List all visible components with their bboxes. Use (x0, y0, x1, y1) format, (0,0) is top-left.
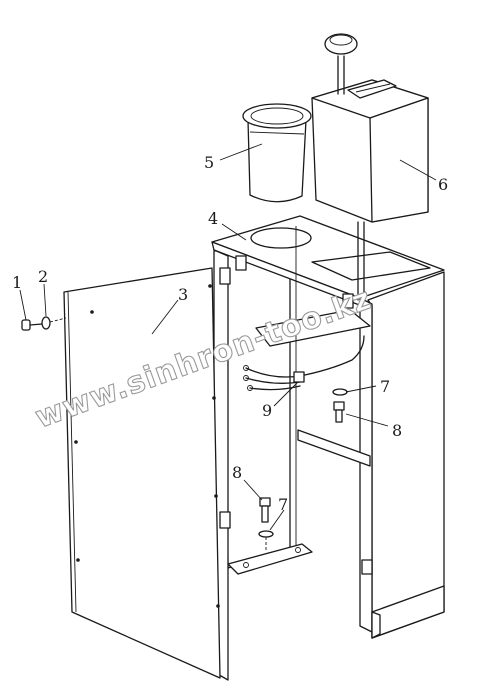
wire-harness-part-9 (243, 335, 365, 391)
cabinet-body (211, 215, 445, 681)
front-cover-panel (63, 267, 221, 679)
washer-part-7-lower (258, 530, 274, 552)
callout-9: 9 (262, 401, 272, 420)
callout-1: 1 (12, 273, 22, 292)
screw-part-1 (21, 319, 43, 331)
washer-part-7-upper (332, 388, 348, 396)
lever-box-part-6 (311, 33, 429, 301)
washer-part-2 (41, 316, 67, 330)
callout-3: 3 (178, 285, 188, 304)
callout-7-upper: 7 (380, 377, 390, 396)
callout-7-lower: 7 (278, 495, 288, 514)
leader-lines (19, 143, 437, 531)
callout-8-lower: 8 (232, 463, 242, 482)
callout-8-upper: 8 (392, 421, 402, 440)
callout-numbers: 1 2 3 4 5 6 7 8 9 8 7 (12, 153, 448, 514)
callout-6: 6 (438, 175, 448, 194)
callout-2: 2 (38, 267, 48, 286)
bolt-part-8-lower (259, 497, 271, 523)
callout-4: 4 (208, 209, 218, 228)
callout-5: 5 (204, 153, 214, 172)
cup-holder-part-5 (242, 103, 312, 203)
bolt-part-8-upper (333, 401, 345, 423)
